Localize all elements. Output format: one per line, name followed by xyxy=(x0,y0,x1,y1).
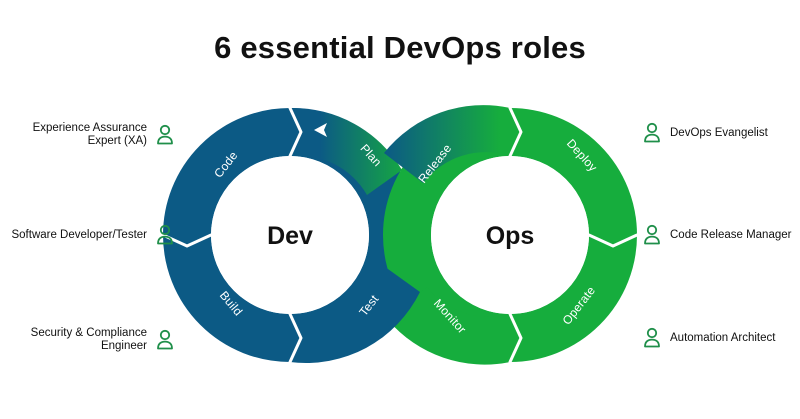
role-label: Automation Architect xyxy=(670,331,776,344)
role-experience-assurance-expert: Experience Assurance Expert (XA) xyxy=(0,122,175,148)
dev-center xyxy=(211,156,369,314)
monitor-segment xyxy=(388,287,510,365)
role-devops-evangelist: DevOps Evangelist xyxy=(642,122,768,144)
role-security-compliance-engineer: Security & Compliance Engineer xyxy=(0,327,175,353)
role-label: DevOps Evangelist xyxy=(670,126,768,139)
ops-right-separator xyxy=(587,233,639,248)
role-label: Software Developer/Tester xyxy=(11,228,147,241)
person-icon xyxy=(644,327,660,348)
role-software-developer-tester: Software Developer/Tester xyxy=(11,224,175,246)
ops-top-separator xyxy=(508,106,523,158)
role-label: Security & Compliance Engineer xyxy=(30,327,147,352)
ops-center xyxy=(431,156,589,314)
dev-label: Dev xyxy=(267,222,313,250)
dev-bottom-separator xyxy=(288,312,303,364)
person-icon xyxy=(157,224,173,245)
dev-top-separator xyxy=(288,106,303,158)
test-segment xyxy=(290,264,420,364)
role-label: Experience Assurance Expert (XA) xyxy=(32,122,147,147)
person-icon xyxy=(157,329,173,350)
ops-bottom-separator xyxy=(508,312,523,364)
person-icon xyxy=(157,124,173,145)
plan-arrow-icon xyxy=(314,123,327,137)
ops-label: Ops xyxy=(486,222,535,250)
role-code-release-manager: Code Release Manager xyxy=(642,224,791,246)
role-label: Code Release Manager xyxy=(670,228,792,241)
release-segment xyxy=(384,105,510,183)
person-icon xyxy=(644,224,660,245)
role-automation-architect: Automation Architect xyxy=(642,327,775,349)
page-title: 6 essential DevOps roles xyxy=(214,30,586,65)
person-icon xyxy=(644,122,660,143)
